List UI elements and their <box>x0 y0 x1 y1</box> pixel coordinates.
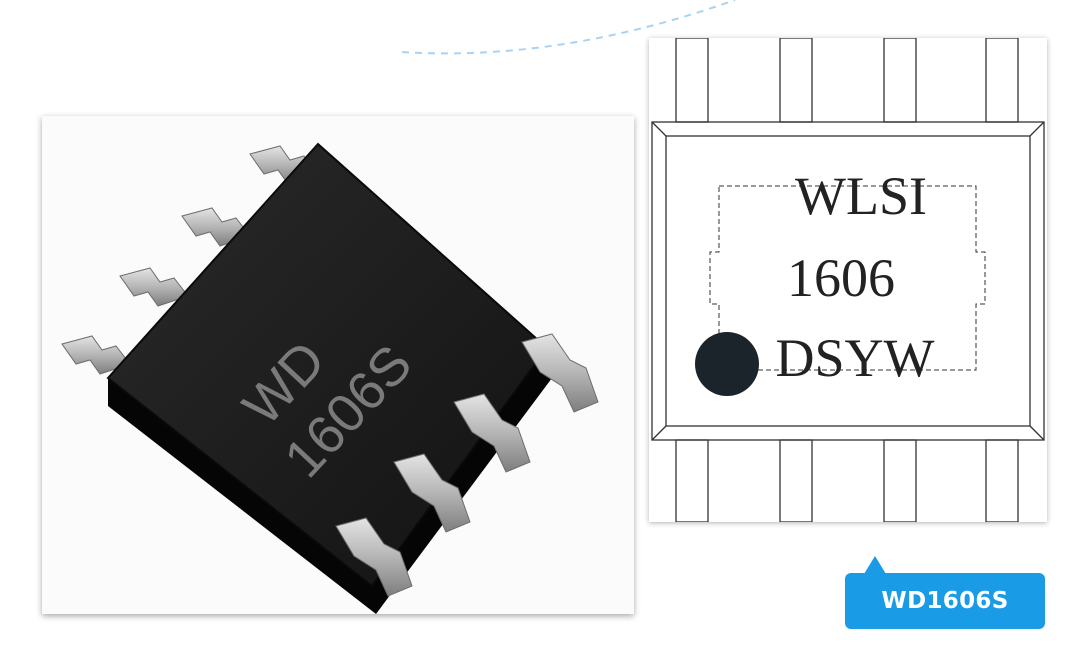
diagram-package-inner <box>665 135 1031 427</box>
pin1-indicator-dot <box>695 332 759 396</box>
marking-diagram-card: WLSI 1606 DSYW <box>649 38 1047 522</box>
diagram-package-outer <box>651 121 1045 441</box>
marking-line3: DSYW <box>776 328 935 388</box>
chip-photo-card: WD 1606S <box>42 116 634 614</box>
chip-pins-right <box>335 333 599 597</box>
marking-diagram: WLSI 1606 DSYW <box>651 38 1045 522</box>
product-badge: WD1606S <box>845 573 1045 629</box>
chip-3d-illustration: WD 1606S <box>61 142 599 614</box>
marking-line1: WLSI <box>795 166 927 226</box>
diagram-pins-top <box>675 38 1019 123</box>
badge-pointer <box>864 556 886 574</box>
diagram-pins-bottom <box>675 439 1019 522</box>
diagram-die-outline <box>709 185 986 371</box>
chip-body-side <box>108 348 552 614</box>
marking-line2: 1606 <box>787 248 895 308</box>
